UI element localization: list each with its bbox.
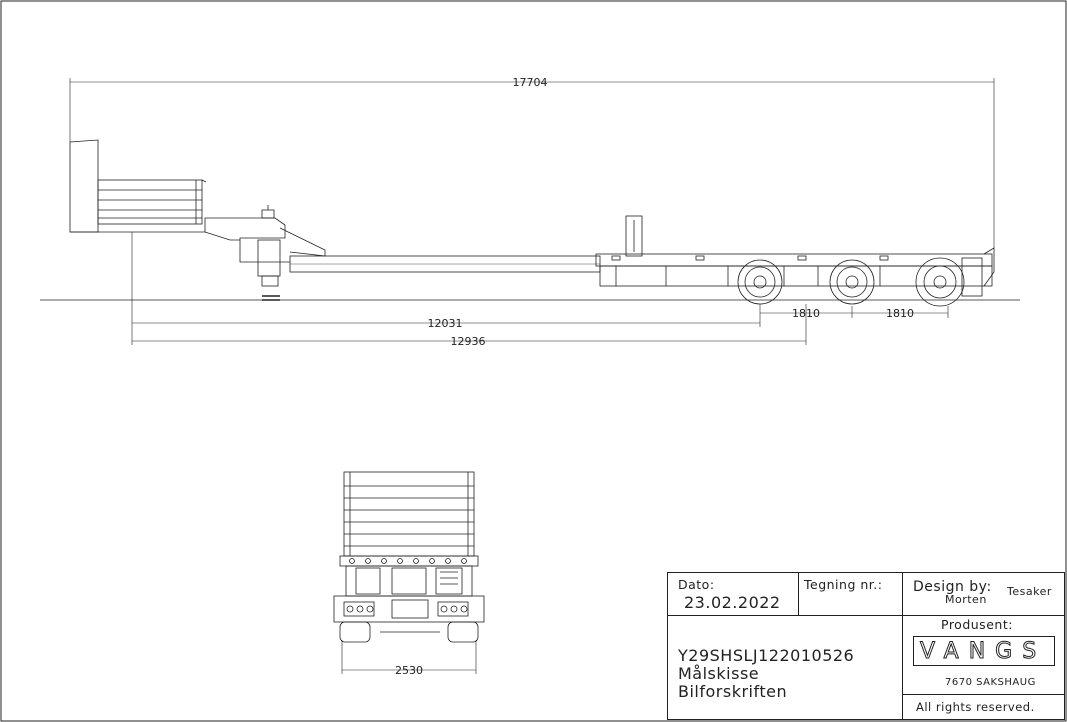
- rear-chassis: [599, 265, 993, 287]
- trailer-rear-view: [333, 471, 485, 643]
- gooseneck-step: [279, 227, 326, 257]
- designer-last-name: Tesaker: [1007, 585, 1052, 598]
- drawing-number-label: Tegning nr.:: [804, 577, 883, 592]
- dim-length-b: 12936: [451, 335, 486, 348]
- drawing-id: Y29SHSLJ122010526: [678, 646, 855, 665]
- rear-ramps: [343, 471, 475, 557]
- rights-cell: All rights reserved.: [902, 694, 1065, 720]
- rear-chassis-view: [345, 565, 473, 597]
- axle-2-wheel: [829, 259, 875, 305]
- producer-label: Produsent:: [941, 617, 1013, 632]
- ramp-box: [97, 179, 203, 225]
- title-block: Dato: 23.02.2022 Tegning nr.: Design by:…: [667, 572, 1065, 720]
- date-label: Dato:: [678, 577, 715, 592]
- side-dimensions: [69, 78, 995, 345]
- rear-left-wheel: [339, 621, 371, 643]
- rear-bumper-lights: [333, 595, 485, 623]
- logo-text: VANGS: [919, 639, 1047, 665]
- rear-deck-edge: [339, 555, 479, 567]
- dim-axle-spacing-1: 1810: [792, 307, 820, 320]
- dim-width: 2530: [395, 664, 423, 677]
- dim-overall-length: 17704: [513, 76, 548, 89]
- subtitle-malskisse: Målskisse: [678, 664, 760, 683]
- vangs-logo: VANGS: [913, 636, 1055, 666]
- design-cell: Design by: Morten Tesaker: [902, 572, 1065, 616]
- ramp-front: [69, 139, 99, 233]
- producer-address: 7670 SAKSHAUG: [945, 677, 1036, 688]
- axle-1-wheel: [737, 259, 783, 305]
- subtitle-bilforskriften: Bilforskriften: [678, 682, 788, 701]
- rear-right-wheel: [447, 621, 479, 643]
- trailer-side-view: [40, 139, 1020, 307]
- date-cell: Dato: 23.02.2022: [667, 572, 799, 616]
- stanchion: [625, 215, 643, 257]
- dim-length-a: 12031: [428, 317, 463, 330]
- dim-axle-spacing-2: 1810: [886, 307, 914, 320]
- designer-first-name: Morten: [945, 593, 987, 606]
- rights-text: All rights reserved.: [916, 700, 1035, 714]
- description-cell: Y29SHSLJ122010526 Målskisse Bilforskrift…: [667, 615, 903, 720]
- design-label: Design by:: [913, 579, 992, 595]
- drawing-number-cell: Tegning nr.:: [798, 572, 903, 616]
- rear-dimensions: [341, 640, 477, 674]
- rear-deck: [595, 253, 993, 267]
- producer-cell: Produsent: VANGS 7670 SAKSHAUG: [902, 615, 1065, 695]
- gooseneck: [70, 217, 290, 263]
- axle-3-wheel: [915, 257, 983, 307]
- date-value: 23.02.2022: [684, 593, 781, 612]
